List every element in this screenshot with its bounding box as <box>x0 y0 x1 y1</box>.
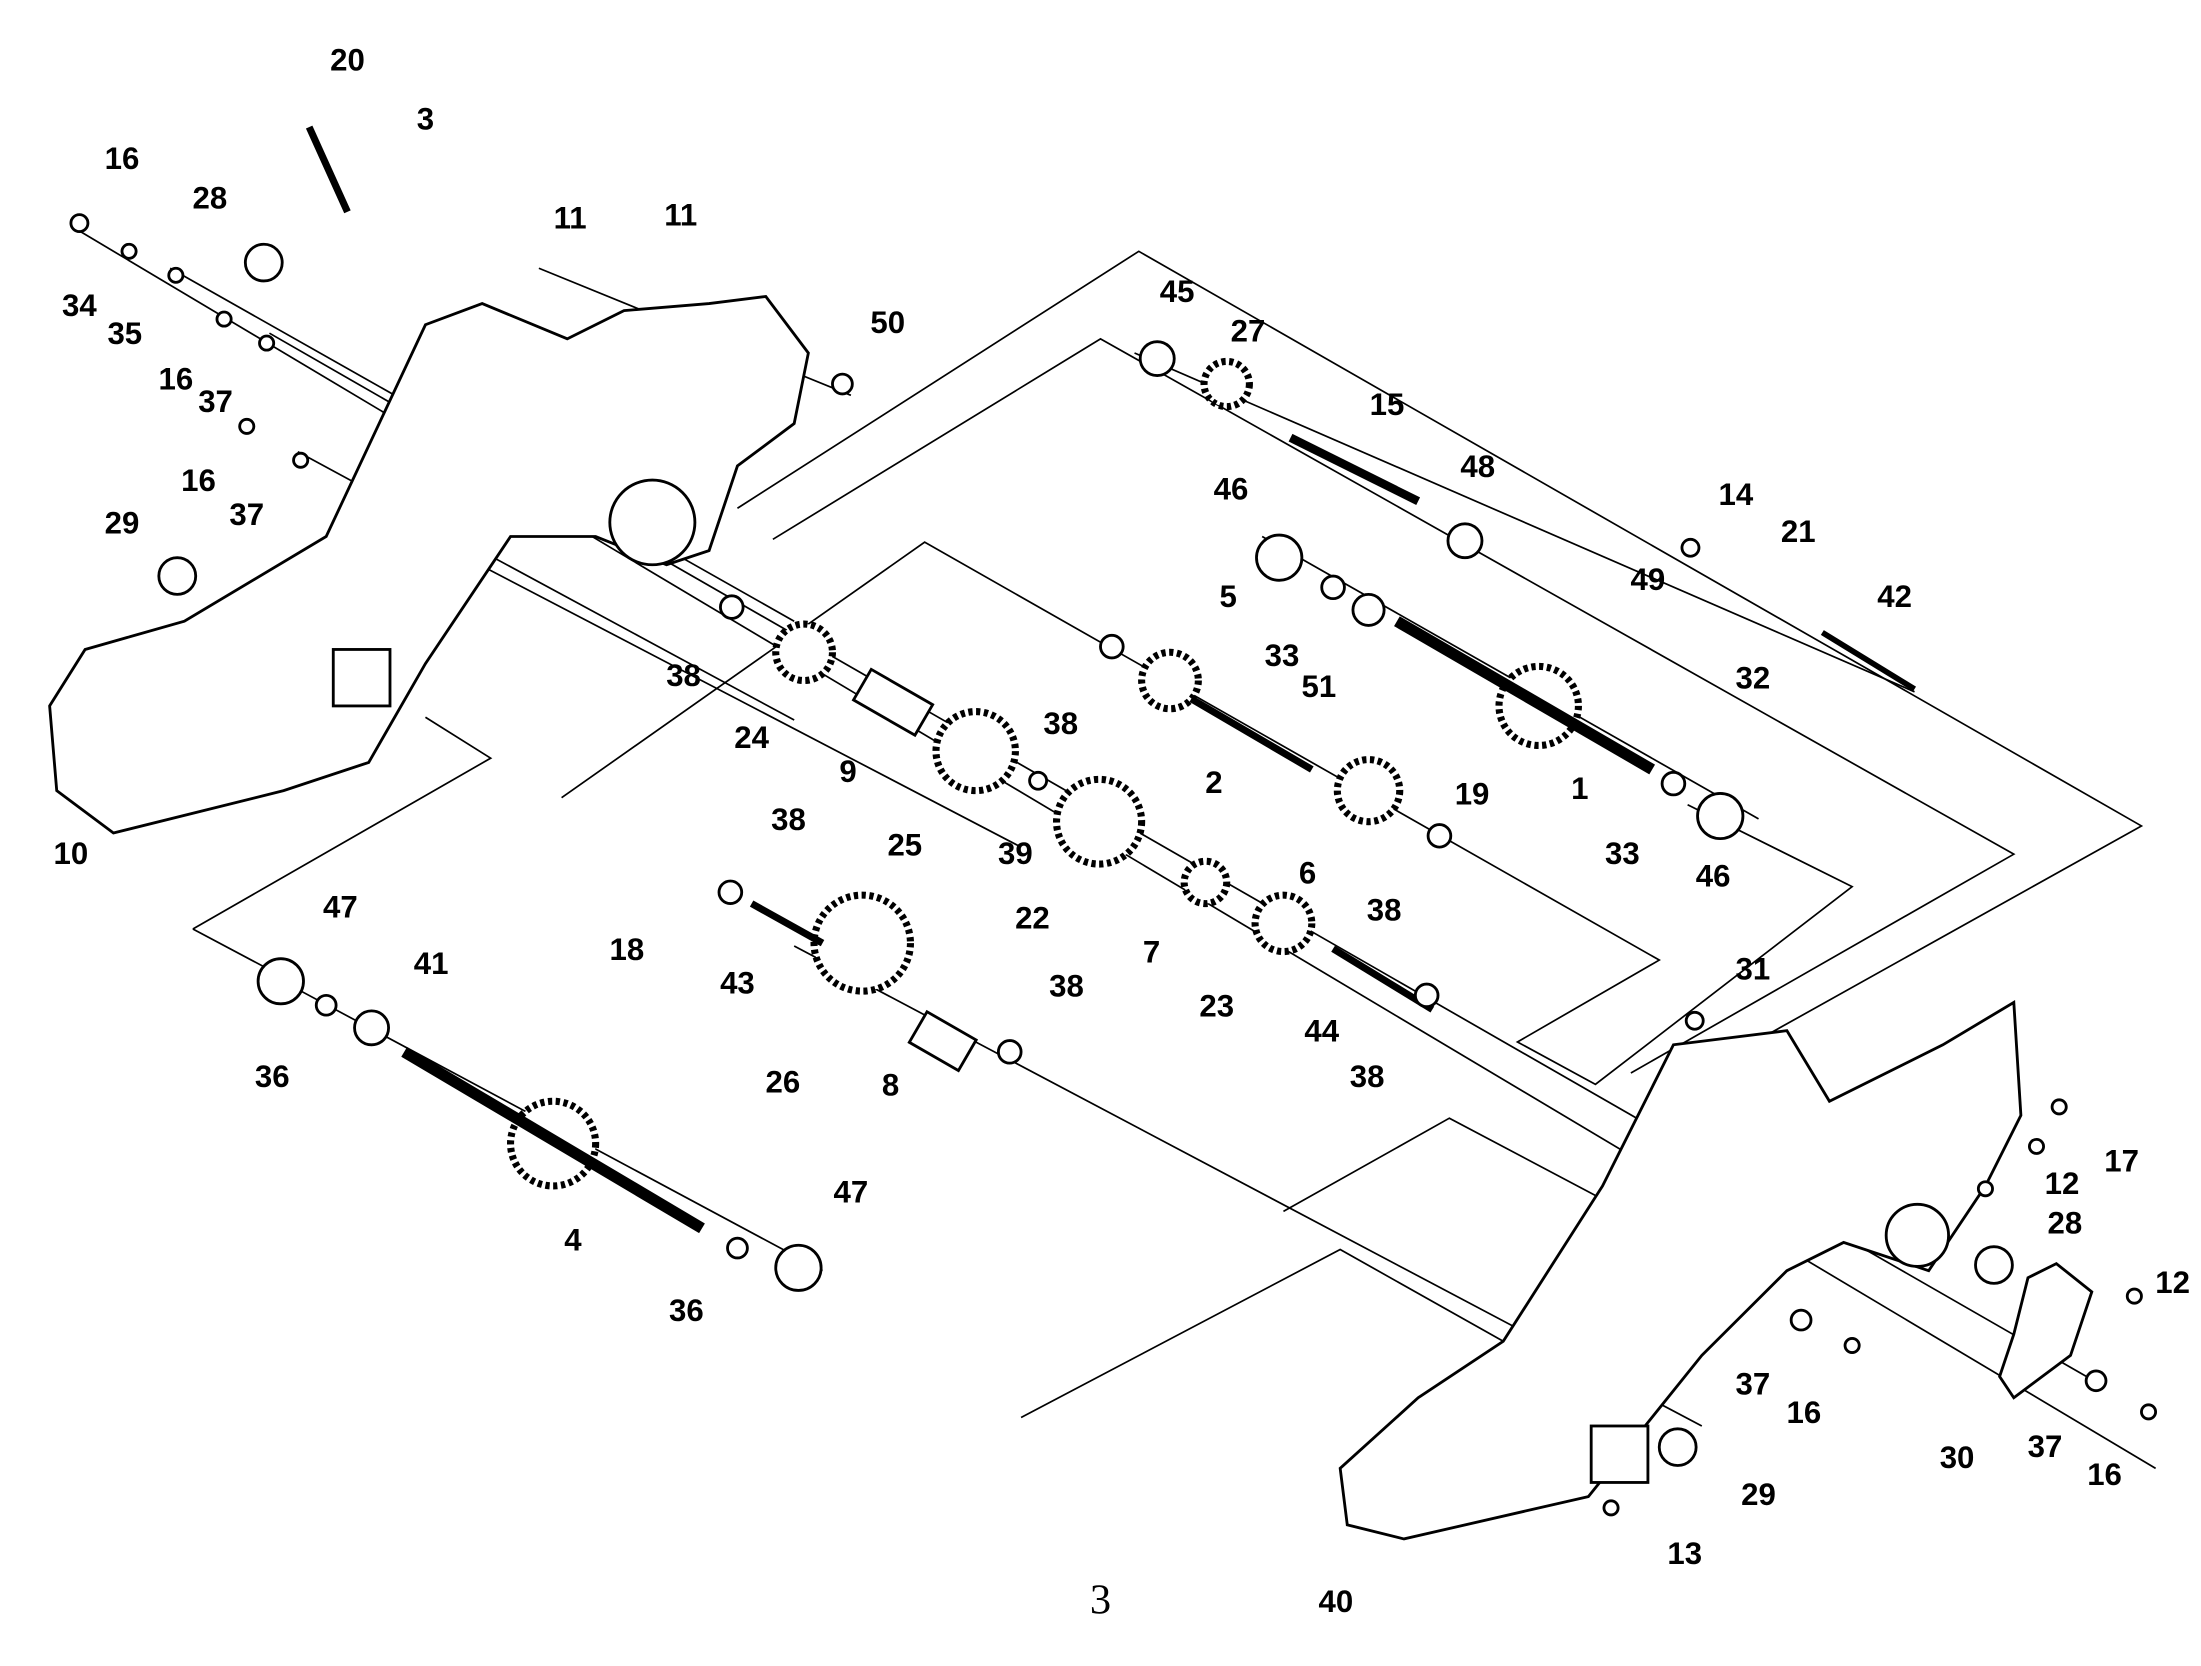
callout-label: 37 <box>1736 1367 1771 1402</box>
callout-label: 6 <box>1299 856 1316 891</box>
callout-label: 48 <box>1460 449 1495 484</box>
callout-label: 25 <box>887 827 922 862</box>
callout-label: 46 <box>1696 858 1731 893</box>
callout-label: 44 <box>1304 1014 1339 1049</box>
callout-label: 17 <box>2104 1144 2139 1179</box>
callout-label: 3 <box>417 102 434 137</box>
callout-label: 20 <box>330 42 365 77</box>
callout-label: 1 <box>1571 771 1588 806</box>
callout-label: 12 <box>2155 1265 2190 1300</box>
page-number: 3 <box>1090 1577 1111 1624</box>
callout-label: 10 <box>54 836 89 871</box>
callout-label: 12 <box>2045 1166 2080 1201</box>
callout-label: 47 <box>834 1175 869 1210</box>
callout-label: 4 <box>564 1223 582 1258</box>
callout-label: 38 <box>1350 1059 1385 1094</box>
callout-label: 31 <box>1736 952 1771 987</box>
callout-label: 26 <box>765 1065 800 1100</box>
callout-label: 40 <box>1319 1584 1354 1619</box>
callout-label: 45 <box>1160 274 1195 309</box>
callout-label: 7 <box>1143 935 1160 970</box>
callout-label: 8 <box>882 1067 899 1102</box>
callout-label: 5 <box>1219 579 1236 614</box>
component-parts <box>69 125 2158 1517</box>
callout-label: 32 <box>1736 661 1771 696</box>
callout-label: 11 <box>664 198 697 233</box>
callout-label: 11 <box>554 201 587 236</box>
callout-label: 13 <box>1667 1536 1702 1571</box>
callout-label: 16 <box>2087 1457 2122 1492</box>
callout-label: 29 <box>1741 1477 1776 1512</box>
callout-label: 37 <box>2028 1429 2063 1464</box>
callout-label: 51 <box>1302 669 1337 704</box>
callout-label: 33 <box>1265 638 1300 673</box>
callout-label: 41 <box>414 946 449 981</box>
callout-label: 27 <box>1231 313 1266 348</box>
callout-label: 37 <box>198 384 233 419</box>
callout-label: 9 <box>839 754 856 789</box>
callout-label: 38 <box>1049 969 1084 1004</box>
callout-label: 16 <box>181 463 216 498</box>
callout-label: 36 <box>669 1293 704 1328</box>
callout-label: 16 <box>159 361 194 396</box>
callout-label: 28 <box>193 181 228 216</box>
left-housing <box>48 294 810 835</box>
callout-label: 18 <box>609 932 644 967</box>
callout-label: 19 <box>1455 777 1490 812</box>
callout-label: 21 <box>1781 514 1816 549</box>
callout-label: 42 <box>1877 579 1912 614</box>
callout-label: 23 <box>1199 988 1234 1023</box>
callout-label: 33 <box>1605 836 1640 871</box>
callout-label: 38 <box>771 802 806 837</box>
callout-label: 29 <box>105 505 140 540</box>
callout-label: 47 <box>323 890 358 925</box>
callout-label: 14 <box>1718 477 1753 512</box>
callout-label: 38 <box>1367 892 1402 927</box>
callout-label: 43 <box>720 966 755 1001</box>
callout-label: 16 <box>105 141 140 176</box>
callout-label: 39 <box>998 836 1033 871</box>
callout-label: 49 <box>1631 562 1666 597</box>
callout-label: 38 <box>666 658 701 693</box>
callout-label: 24 <box>734 720 769 755</box>
callout-label: 37 <box>229 497 264 532</box>
callout-label: 36 <box>255 1059 290 1094</box>
callout-label: 30 <box>1940 1440 1975 1475</box>
callout-label: 2 <box>1205 765 1222 800</box>
callout-label: 16 <box>1787 1395 1822 1430</box>
callout-label: 38 <box>1043 706 1078 741</box>
callout-label: 15 <box>1370 387 1405 422</box>
callout-label: 50 <box>870 305 905 340</box>
callout-label: 34 <box>62 288 97 323</box>
callout-label: 46 <box>1214 472 1249 507</box>
callout-label: 22 <box>1015 901 1050 936</box>
callout-label: 28 <box>2048 1206 2083 1241</box>
right-housing <box>1338 1000 2023 1541</box>
callout-label: 35 <box>107 316 142 351</box>
